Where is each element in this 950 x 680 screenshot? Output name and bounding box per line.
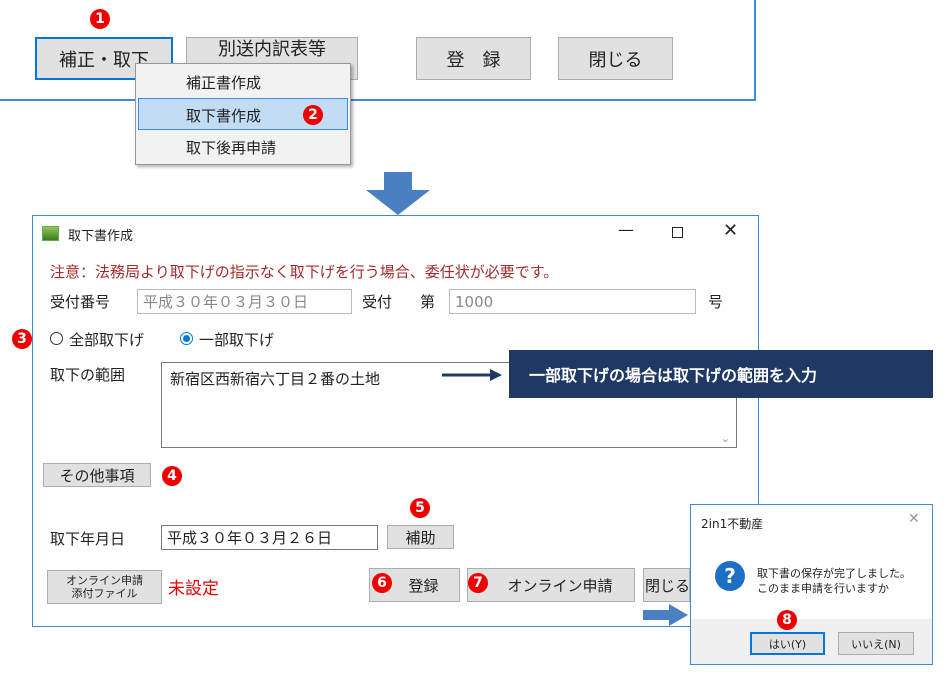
menu-item-withdraw-label: 取下書作成 [186,107,262,125]
radio-all-label: 全部取下げ [69,331,145,349]
message-box-close[interactable]: ✕ [908,511,920,527]
withdraw-dialog: 取下書作成 — ✕ [32,215,759,627]
app-icon [42,226,59,241]
close-button[interactable]: 閉じる [643,568,690,602]
right-arrow-icon [643,604,688,626]
receipt-word: 受付 [362,293,393,311]
online-attachment-button[interactable]: オンライン申請 添付ファイル [47,570,162,604]
yes-button[interactable]: はい(Y) [750,632,825,655]
online-apply-button[interactable]: オンライン申請 [467,568,635,602]
callout-box: 一部取下げの場合は取下げの範囲を入力 [509,350,933,398]
pointer-arrow-icon [442,369,502,381]
step-badge-8: 8 [777,610,797,630]
close-button-top[interactable]: 閉じる [558,37,673,80]
dialog-title: 取下書作成 [68,229,134,244]
top-window-panel [0,0,756,101]
step-badge-1: 1 [90,9,110,29]
step-badge-3: 3 [12,329,32,349]
scroll-down-icon[interactable]: ⌄ [720,432,730,445]
menu-item-correction[interactable]: 補正書作成 [186,74,262,92]
attach-line2: 添付ファイル [71,587,138,600]
notice-text: 注意：法務局より取下げの指示なく取下げを行う場合、委任状が必要です。 [50,263,559,281]
question-icon: ? [715,561,745,591]
step-badge-5: 5 [410,498,430,518]
correction-withdraw-button[interactable]: 補正・取下 [35,37,173,80]
receipt-date-field[interactable]: 平成３０年０３月３０日 [137,289,352,314]
minimize-button[interactable]: — [618,220,634,239]
withdraw-date-field[interactable]: 平成３０年０３月２６日 [161,525,378,550]
message-line2: このまま申請を行いますか [757,582,889,595]
attach-line1: オンライン申請 [66,574,143,587]
assist-button[interactable]: 補助 [387,525,454,549]
range-textarea[interactable]: 新宿区西新宿六丁目２番の土地 ⌄ [161,362,737,448]
step-badge-6: 6 [372,573,392,593]
menu-item-rewithdraw[interactable]: 取下後再申請 [186,139,277,157]
range-label: 取下の範囲 [50,366,126,384]
register-button-top[interactable]: 登 録 [416,37,531,80]
message-box-title: 2in1不動産 [701,517,764,531]
receipt-number-field[interactable]: 1000 [449,289,696,314]
message-line1: 取下書の保存が完了しました。 [757,567,911,580]
go-label: 号 [708,293,724,311]
radio-partial-withdraw[interactable] [180,332,193,345]
attachment-status: 未設定 [168,579,219,599]
radio-partial-label: 一部取下げ [199,331,275,349]
other-matters-button[interactable]: その他事項 [43,463,151,487]
radio-all-withdraw[interactable] [50,332,63,345]
step-badge-2: 2 [303,105,323,125]
step-badge-4: 4 [162,466,182,486]
maximize-button[interactable] [672,227,683,238]
close-window-button[interactable]: ✕ [723,220,739,241]
message-box: 2in1不動産 ✕ ? 取下書の保存が完了しました。 このまま申請を行いますか … [690,504,933,665]
receipt-number-label: 受付番号 [50,293,111,311]
down-arrow-icon [366,172,430,215]
dropdown-menu: 補正書作成 取下書作成 取下後再申請 [135,63,351,165]
dai-label: 第 [420,293,436,311]
range-value: 新宿区西新宿六丁目２番の土地 [170,370,381,388]
step-badge-7: 7 [468,573,488,593]
withdraw-date-label: 取下年月日 [50,530,126,548]
no-button[interactable]: いいえ(N) [838,632,914,655]
